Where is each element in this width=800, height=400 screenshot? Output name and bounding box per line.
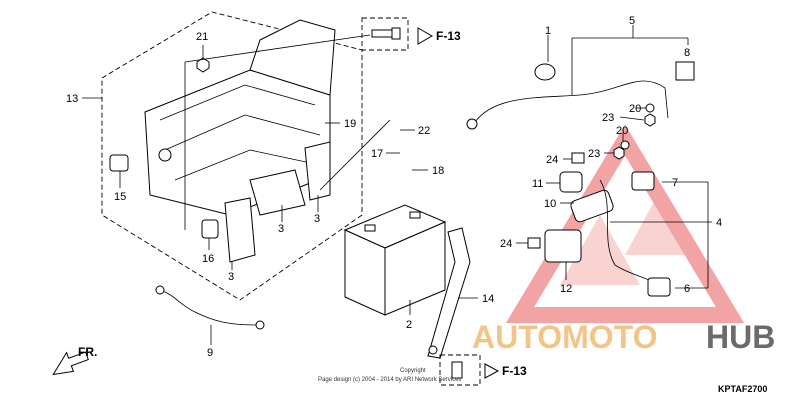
holder-11	[559, 171, 583, 193]
watermark-auto: AUTOMOTO	[472, 319, 657, 355]
copyright-line1: Copyright	[400, 368, 426, 374]
callout-1: 1	[545, 25, 551, 37]
rubber-pads	[224, 141, 331, 263]
callout-15: 15	[114, 191, 126, 203]
callout-11: 11	[532, 178, 543, 190]
callout-3c: 3	[228, 271, 234, 283]
callout-20a: 20	[629, 103, 641, 115]
nut-23a	[644, 113, 656, 127]
copyright-line2: Page design (c) 2004 - 2014 by ARI Netwo…	[318, 377, 461, 383]
connector-7	[631, 171, 655, 191]
bolt-top	[371, 27, 401, 40]
callout-23b: 23	[588, 148, 600, 160]
clip-24b	[527, 237, 541, 249]
starter-cable	[474, 80, 669, 123]
callout-16: 16	[202, 253, 214, 265]
callout-3a: 3	[278, 223, 284, 235]
washer-20a	[645, 103, 655, 113]
callout-22: 22	[418, 125, 430, 137]
callout-3b: 3	[314, 213, 320, 225]
callout-17: 17	[371, 148, 383, 160]
callout-23a: 23	[602, 112, 614, 124]
callout-21: 21	[196, 31, 208, 43]
callout-24b: 24	[500, 238, 512, 250]
ref-box-top	[361, 17, 409, 51]
callout-5: 5	[629, 15, 635, 27]
watermark-hub: HUB	[706, 319, 775, 355]
callout-18: 18	[432, 165, 444, 177]
battery-box	[144, 19, 336, 216]
bolt-bottom	[451, 361, 463, 379]
callout-8: 8	[684, 47, 690, 59]
washer-20b	[620, 140, 630, 150]
grommet-15	[109, 154, 129, 172]
callout-13: 13	[66, 93, 78, 105]
ref-label-bottom: F-13	[502, 364, 527, 378]
callout-6: 6	[684, 283, 690, 295]
connector-6	[647, 277, 671, 297]
relay-12	[544, 229, 582, 263]
battery	[343, 204, 447, 316]
watermark-text: AUTOMOTO HUB	[472, 319, 775, 355]
ref-box-bottom	[439, 354, 481, 386]
arrow-top	[417, 27, 434, 45]
callout-12: 12	[560, 283, 572, 295]
nut-23b	[613, 146, 625, 160]
battery-box-outline	[101, 11, 363, 301]
callout-19: 19	[344, 118, 356, 130]
callout-2: 2	[406, 319, 412, 331]
ref-label-top: F-13	[436, 29, 461, 43]
callout-4: 4	[716, 217, 722, 229]
callout-14: 14	[482, 293, 494, 305]
callout-10: 10	[544, 198, 556, 210]
arrow-bottom	[484, 363, 500, 379]
front-arrow: FR.	[52, 345, 97, 376]
ground-cable	[159, 289, 259, 326]
callout-9: 9	[207, 347, 213, 359]
fuse-10	[570, 189, 614, 223]
cable-clamp-1	[534, 63, 556, 81]
callout-24a: 24	[546, 154, 558, 166]
front-label: FR.	[78, 345, 97, 359]
callout-lines	[82, 25, 712, 345]
grommet-16	[201, 219, 219, 239]
watermark-logo	[505, 124, 745, 323]
callouts: 1 2 3 3 3 4 5 6 7 8 9 10 11 12 13 14 15 …	[66, 15, 722, 359]
diagram-code: KPTAF2700	[718, 384, 767, 394]
cable-cover-8	[675, 61, 695, 81]
callout-20b: 20	[616, 125, 628, 137]
callout-7: 7	[672, 177, 678, 189]
relay-wire-4	[599, 179, 661, 287]
clip-24a	[571, 152, 585, 164]
